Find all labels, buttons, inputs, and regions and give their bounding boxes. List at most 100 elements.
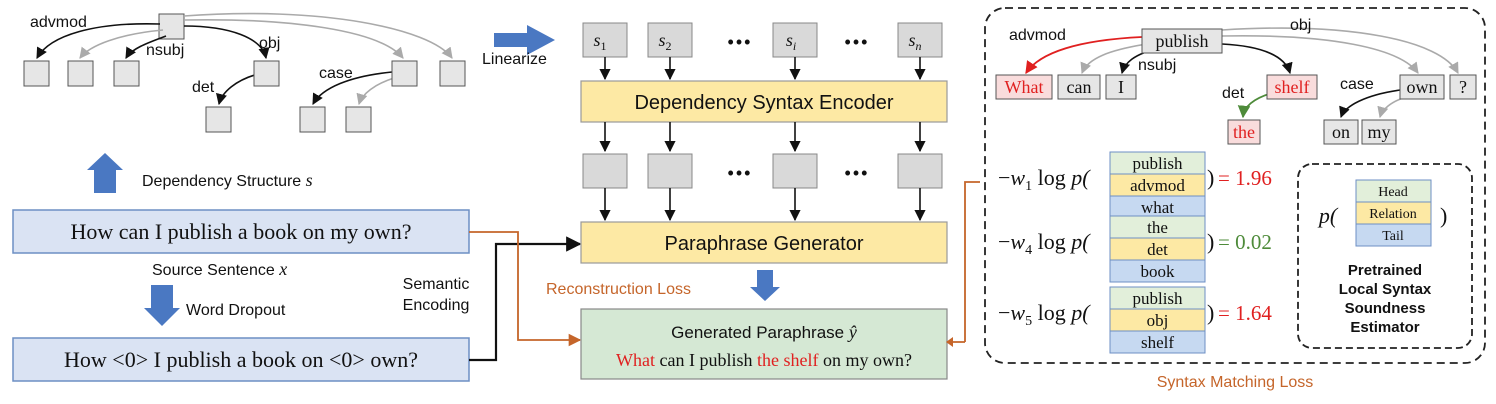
hidden-state [897,153,943,189]
down-arrow-icon [144,285,180,326]
token-sn [897,22,943,58]
generated-paraphrase-text: What can I publish the shelf on my own? [616,350,912,370]
loss-term-row: −w5 log p( publish obj shelf)= 1.64 [998,286,1272,354]
svg-text:Local Syntax: Local Syntax [1339,281,1432,298]
svg-text:): ) [1440,203,1447,228]
tree-node [299,106,326,133]
tree-node [345,106,372,133]
syntax-matching-loss-label: Syntax Matching Loss [1157,374,1314,391]
svg-text:si: si [786,30,796,53]
svg-text:I: I [1118,77,1124,97]
dependency-syntax-encoder-box [580,80,948,123]
encoder-label: Dependency Syntax Encoder [634,92,893,114]
loss-relation-box-text: det [1147,240,1168,259]
svg-text:my: my [1367,122,1390,142]
loss-term-prefix: −w4 log p( [998,229,1091,258]
linearize-arrow-icon [494,25,555,55]
node-on [1323,119,1359,145]
ellipsis: ••• [728,32,753,52]
left-dependency-tree: advmod nsubj obj det case [23,12,466,133]
source-sentence-label: Source Sentence x [152,259,287,279]
dropped-sentence-text: How <0> I publish a book on <0> own? [64,347,418,372]
generator-label: Paraphrase Generator [664,233,863,255]
loss-term-prefix: −w1 log p( [998,165,1091,194]
node-the [1227,119,1261,145]
up-arrow-icon [87,153,123,193]
svg-text:What: What [1005,77,1044,97]
svg-text:sn: sn [908,30,921,53]
word-dropout-label: Word Dropout [186,302,286,319]
hidden-state [647,153,693,189]
loss-relation-box-text: advmod [1130,176,1185,195]
estimator-p: p( [1317,203,1339,228]
node-own [1399,74,1445,100]
token-s1 [582,22,628,58]
svg-text:?: ? [1459,77,1467,97]
svg-text:Pretrained: Pretrained [1348,262,1422,279]
loss-tail-box-text: shelf [1141,333,1174,352]
svg-text:Relation: Relation [1369,207,1416,222]
hidden-state [582,153,628,189]
loss-term-value: = 1.64 [1218,301,1272,325]
svg-text:can: can [1067,77,1092,97]
label-case: case [1340,76,1374,93]
hidden-state-row: ••• ••• [582,153,943,189]
loss-term-value: = 1.96 [1218,166,1272,190]
node-publish [1141,28,1223,54]
hidden-state [772,153,818,189]
linearize-label: Linearize [482,51,547,68]
tree-node [253,60,280,87]
svg-text:publish: publish [1155,31,1208,51]
node-my [1361,119,1397,145]
estimator-panel [1297,163,1473,349]
generated-paraphrase-box [580,308,948,380]
svg-text:own: own [1407,77,1438,97]
tree-node [23,60,50,87]
svg-text:s1: s1 [593,30,606,53]
svg-text:shelf: shelf [1275,77,1310,97]
svg-text:Estimator: Estimator [1350,319,1419,336]
label-det: det [192,79,215,96]
source-sentence-text: How can I publish a book on my own? [71,219,412,244]
tree-node [439,60,466,87]
node-can [1057,74,1101,100]
loss-tail-box [1109,330,1206,354]
reconstruction-loss-label: Reconstruction Loss [546,281,691,298]
loss-term-close: ) [1207,165,1214,190]
label-det: det [1222,85,1245,102]
label-case: case [319,65,353,82]
loss-relation-box-text: obj [1147,311,1169,330]
label-obj: obj [1290,17,1311,34]
loss-tail-box-text: what [1141,198,1174,217]
down-arrow-icon [750,270,780,301]
svg-text:Soundness: Soundness [1345,300,1426,317]
label-nsubj: nsubj [1138,57,1176,74]
generated-paraphrase-title: Generated Paraphrase ŷ [671,322,857,342]
loss-term-close: ) [1207,229,1214,254]
right-dependency-tree: publish What can I shelf own ? the on my… [995,17,1477,145]
loss-term-prefix: −w5 log p( [998,300,1091,329]
loss-term-close: ) [1207,300,1214,325]
token-si [772,22,818,58]
dependency-structure-label: Dependency Structure s [142,170,313,190]
syntax-matching-connector [947,181,980,343]
svg-text:on: on [1332,122,1350,142]
tree-node [205,106,232,133]
estimator-tail-box [1355,223,1432,247]
ellipsis: ••• [728,163,753,183]
svg-text:Tail: Tail [1382,229,1404,244]
node-what [995,74,1053,100]
label-advmod: advmod [1009,27,1066,44]
semantic-encoding-connector [469,236,582,362]
loss-term-row: −w1 log p( publish advmod what)= 1.96 [998,151,1272,219]
label-nsubj: nsubj [146,42,184,59]
loss-head-box-text: publish [1132,289,1183,308]
loss-term-value: = 0.02 [1218,230,1272,254]
loss-head-box-text: publish [1132,154,1183,173]
dropped-sentence-box [12,337,470,382]
label-obj: obj [259,35,280,52]
token-row: s1 s2 si sn ••• ••• [582,22,943,58]
